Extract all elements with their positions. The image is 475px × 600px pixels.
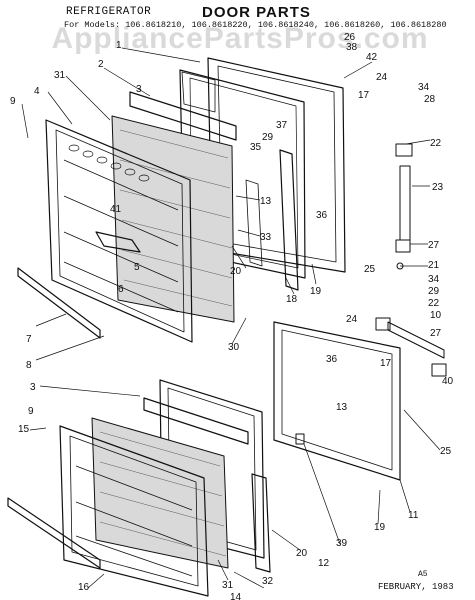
callout-32: 32 [262, 576, 274, 587]
freezer-shelf-rail [17, 267, 101, 339]
freezer-tray [95, 231, 141, 253]
callout-13b: 13 [336, 402, 348, 413]
callout-7: 7 [26, 334, 32, 345]
footer-date: FEBRUARY, 1983 [378, 582, 454, 592]
callout-1: 1 [116, 40, 122, 51]
callout-10: 10 [430, 310, 442, 321]
middle-door-frame [273, 321, 401, 481]
freezer-handle [279, 149, 299, 291]
freezer-breaker-strip [129, 91, 237, 141]
freezer-door-gasket [181, 71, 216, 113]
callout-34b: 34 [428, 274, 440, 285]
callout-12: 12 [318, 558, 330, 569]
callout-9: 9 [10, 96, 16, 107]
callout-14: 14 [230, 592, 242, 600]
callout-18: 18 [286, 294, 298, 305]
footer-code: A5 [418, 570, 428, 579]
callout-24b: 24 [346, 314, 358, 325]
callout-37: 37 [276, 120, 288, 131]
callout-17b: 17 [380, 358, 392, 369]
freezer-door-liner [45, 119, 193, 343]
callout-31b: 31 [222, 580, 234, 591]
callout-41: 41 [110, 204, 122, 215]
callout-3: 3 [30, 382, 36, 393]
callout-21: 21 [428, 260, 440, 271]
callout-4: 4 [34, 86, 40, 97]
lower-hinge-screw [295, 433, 305, 445]
diagram-title: DOOR PARTS [202, 4, 311, 21]
callout-8: 8 [26, 360, 32, 371]
callout-42: 42 [366, 52, 378, 63]
callout-11: 11 [408, 510, 419, 521]
callout-22b: 22 [428, 298, 440, 309]
upper-hinge-bracket [395, 143, 413, 157]
fresh-food-breaker-strip [143, 397, 249, 445]
callout-34: 34 [418, 82, 430, 93]
lower-hinge-bracket [395, 239, 411, 253]
callout-20b: 20 [296, 548, 308, 559]
callout-19: 19 [310, 286, 322, 297]
callout-16: 16 [78, 582, 90, 593]
hinge-rod [387, 321, 445, 359]
callout-25: 25 [364, 264, 376, 275]
fresh-food-insulation [91, 417, 229, 569]
middle-door-hinge [375, 317, 391, 331]
callout-29: 29 [262, 132, 274, 143]
callout-24: 24 [376, 72, 388, 83]
callout-31: 31 [54, 70, 66, 81]
callout-3a: 3 [136, 84, 142, 95]
hinge-pin-tube [399, 165, 411, 241]
callout-27b: 27 [430, 328, 442, 339]
inner-gasket-strip [245, 179, 263, 267]
callout-30: 30 [228, 342, 240, 353]
callout-9b: 9 [28, 406, 34, 417]
callout-20: 20 [230, 266, 242, 277]
callout-38: 38 [346, 42, 358, 53]
callout-36b: 36 [326, 354, 338, 365]
model-list: For Models: 106.8618210, 106.8618220, 10… [64, 20, 447, 30]
handle-clip [431, 363, 447, 377]
callout-33: 33 [260, 232, 272, 243]
callout-19b: 19 [374, 522, 386, 533]
callout-2: 2 [98, 59, 104, 70]
callout-15: 15 [18, 424, 30, 435]
callout-25b: 25 [440, 446, 452, 457]
fresh-food-handle [251, 473, 271, 573]
callout-13: 13 [260, 196, 272, 207]
callout-26: 26 [344, 32, 356, 43]
callout-17: 17 [358, 90, 370, 101]
callout-28: 28 [424, 94, 436, 105]
callout-23: 23 [432, 182, 444, 193]
appliance-category: REFRIGERATOR [66, 6, 152, 18]
fresh-food-door-liner [59, 425, 209, 597]
callout-35: 35 [250, 142, 262, 153]
callout-29b: 29 [428, 286, 440, 297]
callout-40: 40 [442, 376, 454, 387]
callout-39: 39 [336, 538, 348, 549]
callout-27: 27 [428, 240, 440, 251]
callout-6: 6 [118, 284, 124, 295]
callout-5: 5 [134, 262, 140, 273]
callout-22: 22 [430, 138, 442, 149]
callout-36: 36 [316, 210, 328, 221]
fresh-food-shelf-rail [7, 497, 101, 569]
